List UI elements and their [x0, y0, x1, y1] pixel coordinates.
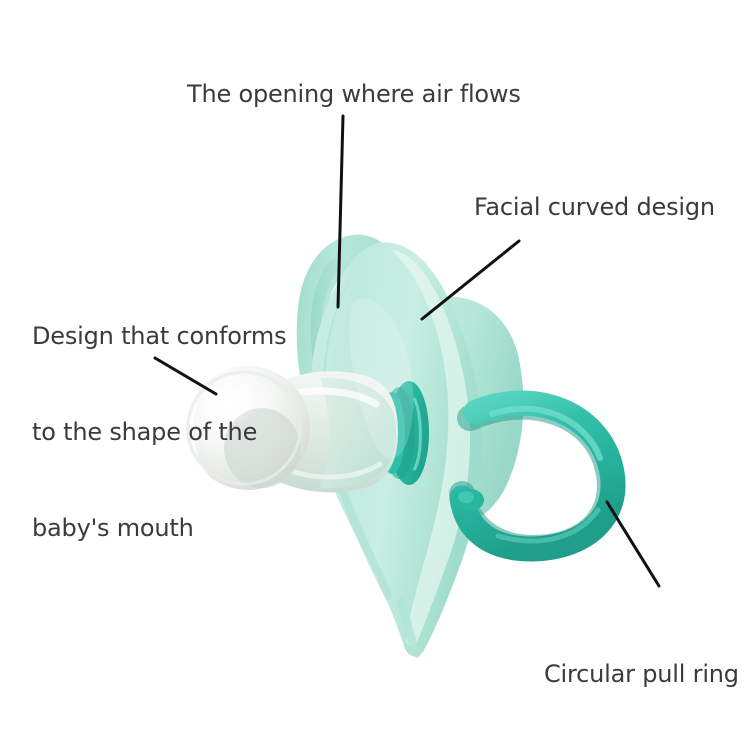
- nipple-bulb-edge: [188, 397, 211, 481]
- nipple-bulb-inner-shadow: [224, 408, 300, 488]
- callout-label-mouth-line-2: to the shape of the: [32, 418, 258, 446]
- pull-ring-tube: [449, 390, 626, 562]
- leader-line-pull-ring: [605, 500, 661, 588]
- leader-lines: [153, 114, 661, 588]
- callout-label-air-flow: The opening where air flows: [187, 80, 521, 108]
- leader-line-air-flow: [336, 114, 345, 309]
- callout-label-mouth-line-3: baby's mouth: [32, 514, 194, 542]
- nipple-assembly: [186, 366, 398, 493]
- leader-line-mouth: [153, 356, 218, 396]
- shield-rim-highlight: [392, 250, 470, 647]
- callout-label-facial-curved-design: Facial curved design: [474, 193, 715, 221]
- shield-sheen: [349, 298, 414, 459]
- pacifier-body: [186, 234, 626, 658]
- callout-label-pull-ring-line-1: Circular pull ring: [544, 660, 739, 688]
- leader-line-facial: [420, 239, 521, 321]
- pull-ring: [449, 390, 626, 562]
- nipple-bulb-highlight: [198, 378, 258, 426]
- callout-label-pull-ring: Circular pull ring design: [544, 594, 739, 753]
- shield-left-shadow: [322, 276, 392, 601]
- shield-bottom-tip: [396, 596, 421, 658]
- callout-label-mouth-line-1: Design that conforms: [32, 322, 287, 350]
- callout-label-mouth-shape: Design that conforms to the shape of the…: [32, 256, 287, 608]
